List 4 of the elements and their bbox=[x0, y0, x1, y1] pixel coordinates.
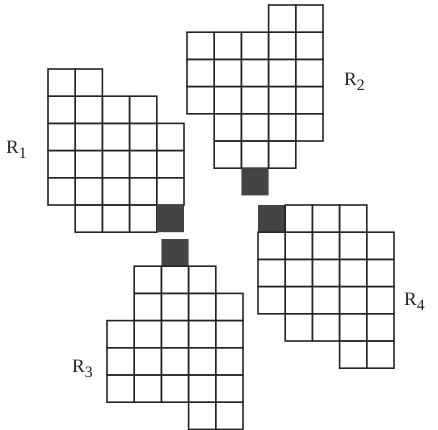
region-label: R$_{4}$ bbox=[404, 290, 425, 314]
region-label: R$_{1}$ bbox=[6, 138, 27, 162]
region-label: R$_{2}$ bbox=[344, 70, 365, 94]
region-label: R$_{3}$ bbox=[72, 357, 93, 381]
